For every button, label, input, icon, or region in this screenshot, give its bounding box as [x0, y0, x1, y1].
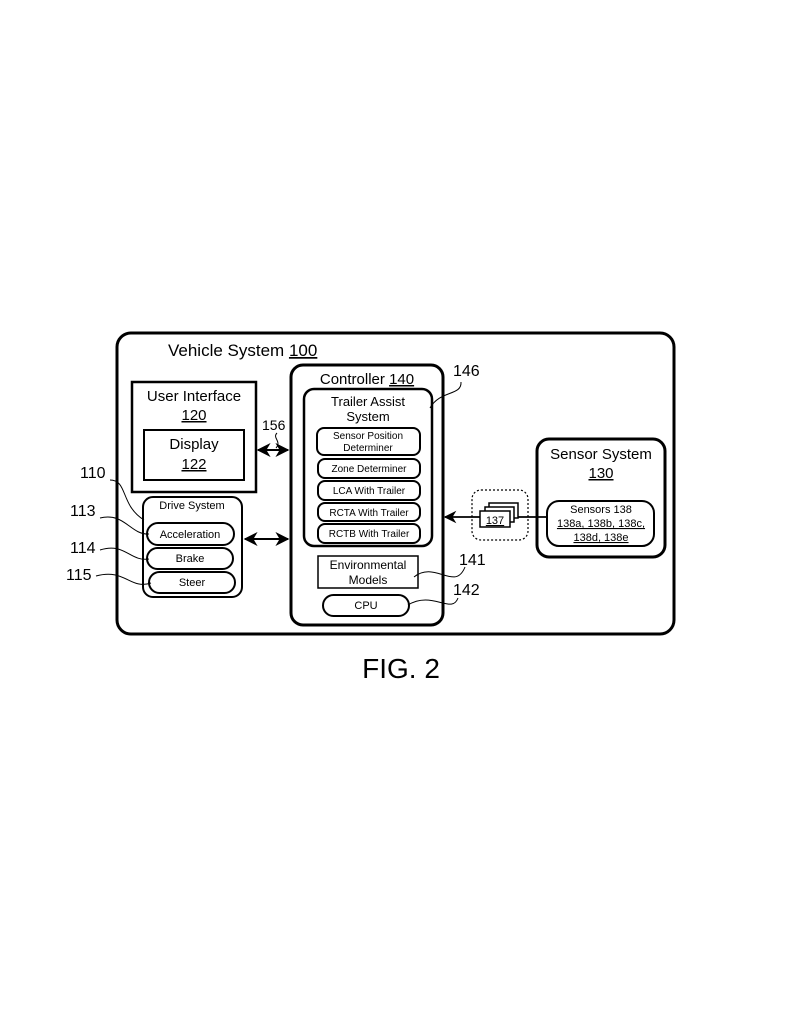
zone-determiner-label: Zone Determiner	[331, 464, 407, 475]
sensors-title: Sensors 138	[570, 504, 632, 516]
drive-system-box	[142, 496, 243, 598]
controller-title: Controller 140	[320, 371, 414, 388]
lca-with-trailer-block	[317, 480, 421, 501]
brake-leader	[99, 547, 150, 560]
acceleration-label: Acceleration	[160, 529, 221, 541]
brake-ref: 114	[70, 540, 96, 557]
sensor-system-title: Sensor System	[550, 446, 652, 463]
user-interface-box	[130, 380, 258, 494]
user-interface-title: User Interface	[147, 388, 241, 405]
vehicle-system-ref: 100	[289, 341, 317, 360]
controller-ref: 140	[389, 371, 414, 388]
controller-box	[289, 363, 445, 627]
steer-block	[148, 571, 236, 594]
packet-front	[479, 510, 511, 528]
cpu-block	[322, 594, 410, 617]
brake-label: Brake	[176, 553, 205, 565]
vehicle-system-box	[115, 331, 676, 636]
trailer-assist-title-line2: System	[346, 409, 389, 424]
cpu-label: CPU	[354, 600, 377, 612]
link-ref-156: 156	[262, 417, 286, 433]
sensor-position-determiner-block	[316, 427, 421, 456]
drive-system-ref: 110	[80, 465, 106, 482]
display-box	[143, 429, 245, 481]
trailer-assist-ref: 146	[453, 363, 480, 380]
vehicle-system-title: Vehicle System 100	[168, 341, 317, 360]
environmental-models-line2: Models	[349, 573, 388, 587]
brake-block	[146, 547, 234, 570]
display-ref: 122	[181, 456, 206, 473]
environmental-models-line1: Environmental	[330, 558, 407, 572]
data-packets-ref: 137	[486, 515, 504, 527]
environmental-models-box	[317, 555, 419, 589]
steer-ref: 115	[66, 567, 92, 584]
steer-leader	[95, 573, 152, 585]
acceleration-leader	[99, 516, 150, 535]
drive-system-title: Drive System	[159, 500, 224, 512]
display-title: Display	[169, 436, 219, 453]
environmental-models-leader	[413, 566, 466, 578]
rctb-with-trailer-block	[317, 523, 421, 544]
acceleration-ref: 113	[70, 503, 96, 520]
figure-caption: FIG. 2	[362, 653, 440, 684]
data-packets-group	[471, 489, 529, 541]
sensors-line3: 138d, 138e	[573, 532, 628, 544]
rcta-with-trailer-block	[317, 502, 421, 522]
trailer-assist-box	[302, 387, 434, 548]
sensor-system-ref: 130	[588, 465, 613, 482]
rcta-with-trailer-label: RCTA With Trailer	[329, 508, 409, 519]
zone-determiner-block	[317, 458, 421, 479]
steer-label: Steer	[179, 577, 206, 589]
lca-with-trailer-label: LCA With Trailer	[333, 486, 406, 497]
cpu-leader	[407, 597, 459, 606]
link-156-leader	[275, 432, 279, 449]
sensor-system-box	[535, 437, 667, 559]
sensor-position-line2: Determiner	[343, 443, 393, 454]
rctb-with-trailer-label: RCTB With Trailer	[329, 529, 410, 540]
user-interface-ref: 120	[181, 407, 206, 424]
cpu-ref: 142	[453, 582, 480, 599]
trailer-assist-leader	[429, 381, 462, 409]
sensors-line2: 138a, 138b, 138c,	[557, 518, 645, 530]
drive-system-leader	[109, 479, 145, 521]
sensors-block	[546, 500, 655, 547]
environmental-models-ref: 141	[459, 552, 486, 569]
trailer-assist-title-line1: Trailer Assist	[331, 394, 405, 409]
sensor-position-line1: Sensor Position	[333, 431, 403, 442]
